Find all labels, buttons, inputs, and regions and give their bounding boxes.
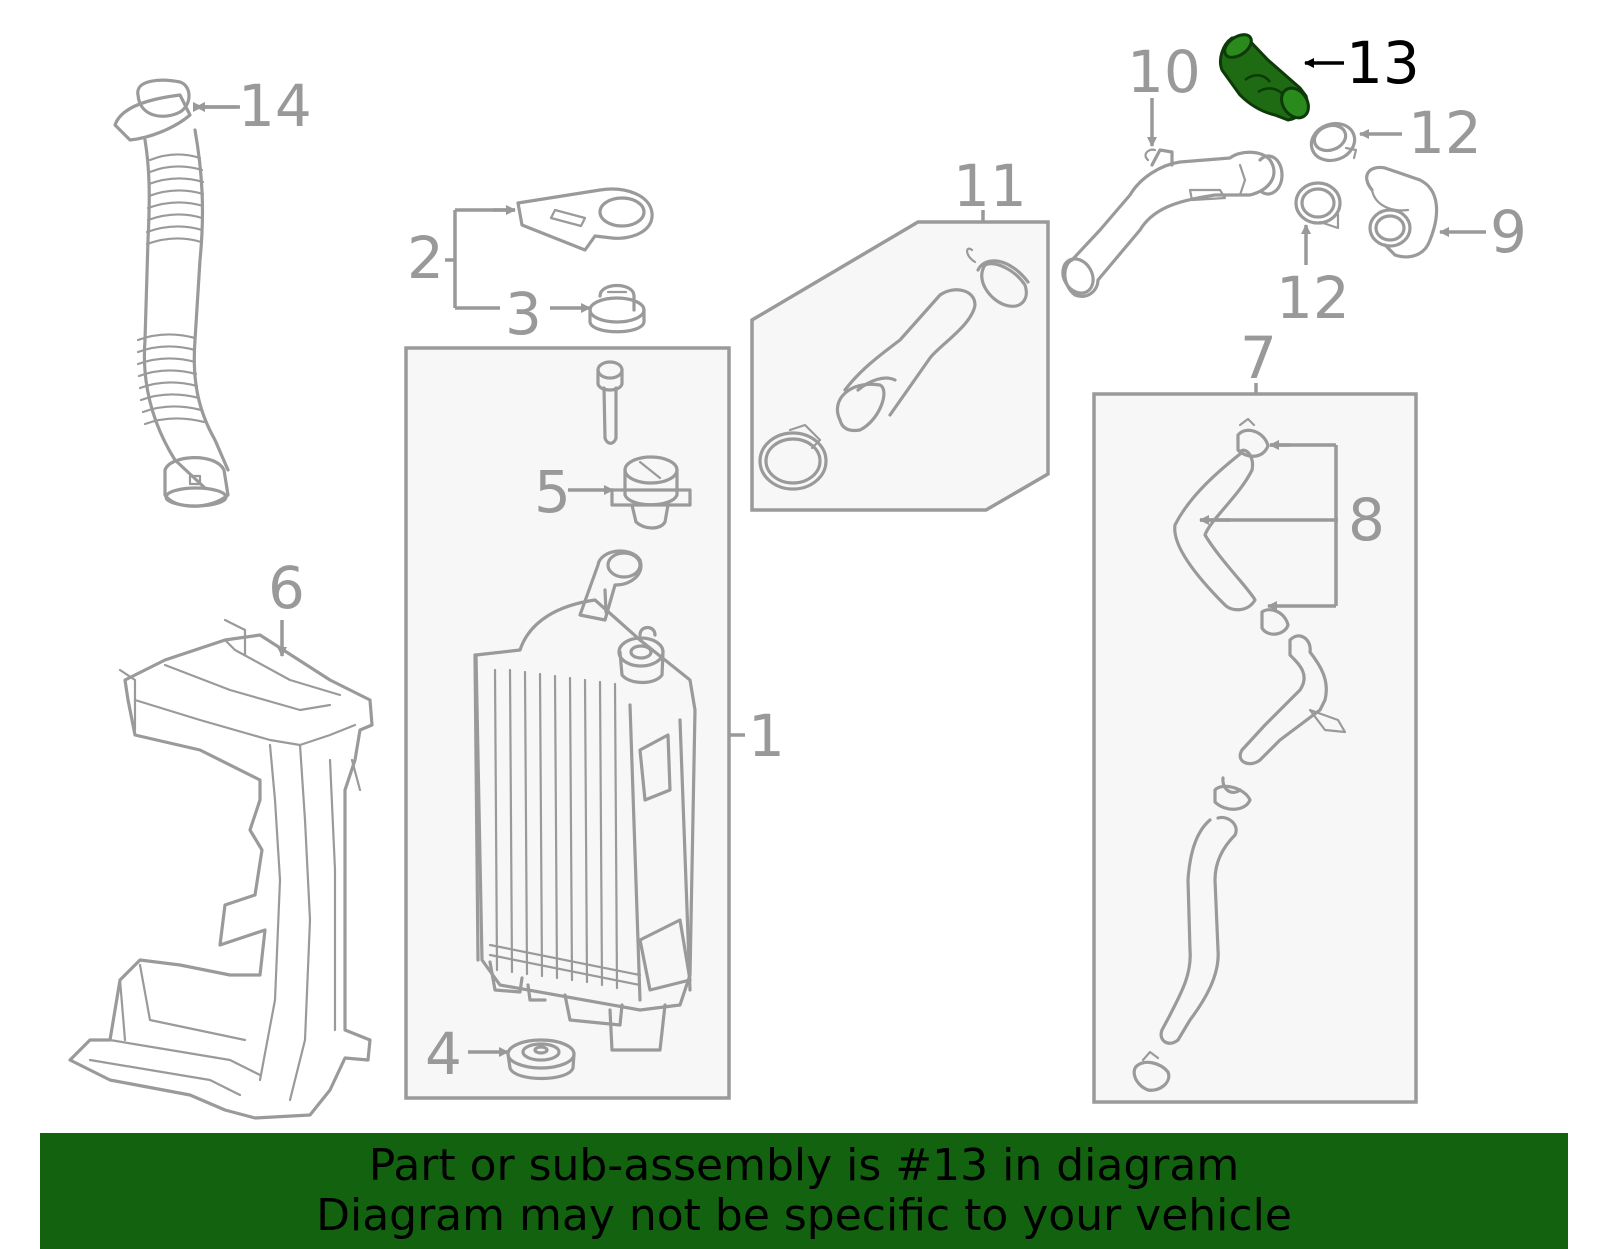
callout-4: 4	[425, 1020, 462, 1088]
part-9-elbow	[1365, 165, 1439, 259]
part-10-pipe	[1061, 148, 1284, 298]
callout-8: 8	[1348, 486, 1385, 554]
callout-7: 7	[1240, 324, 1277, 392]
part-13-highlighted	[1218, 33, 1310, 122]
banner-line-2: Diagram may not be specific to your vehi…	[316, 1190, 1292, 1241]
callout-12-upper: 12	[1408, 99, 1482, 167]
part-1-intercooler	[473, 549, 697, 1052]
callout-2: 2	[407, 224, 444, 292]
info-banner: Part or sub-assembly is #13 in diagram D…	[40, 1133, 1568, 1249]
part-12-clamp-upper	[1309, 121, 1358, 163]
part-bolt	[596, 360, 624, 445]
callout-9: 9	[1490, 198, 1527, 266]
part-14-air-hose	[113, 78, 230, 508]
box-part-7	[1092, 392, 1418, 1104]
callout-13: 13	[1346, 29, 1420, 97]
part-5-sensor	[610, 455, 692, 530]
part-2-bracket	[516, 187, 654, 252]
callout-6: 6	[268, 554, 305, 622]
part-7-hose-assembly	[1132, 417, 1347, 1092]
part-11-hose-kit	[758, 247, 1030, 491]
part-12-clamp-lower	[1294, 181, 1342, 230]
callout-10: 10	[1127, 38, 1201, 106]
callout-3: 3	[505, 280, 542, 348]
part-3-grommet	[588, 283, 646, 334]
callout-11: 11	[953, 152, 1027, 220]
leader-lines	[193, 58, 1486, 1057]
banner-line-1: Part or sub-assembly is #13 in diagram	[368, 1140, 1240, 1191]
box-part-11	[750, 220, 1050, 512]
callout-14: 14	[238, 72, 312, 140]
callout-1: 1	[748, 702, 785, 770]
callout-12-lower: 12	[1276, 264, 1350, 332]
callout-5: 5	[534, 458, 571, 526]
part-6-air-duct	[68, 618, 374, 1120]
